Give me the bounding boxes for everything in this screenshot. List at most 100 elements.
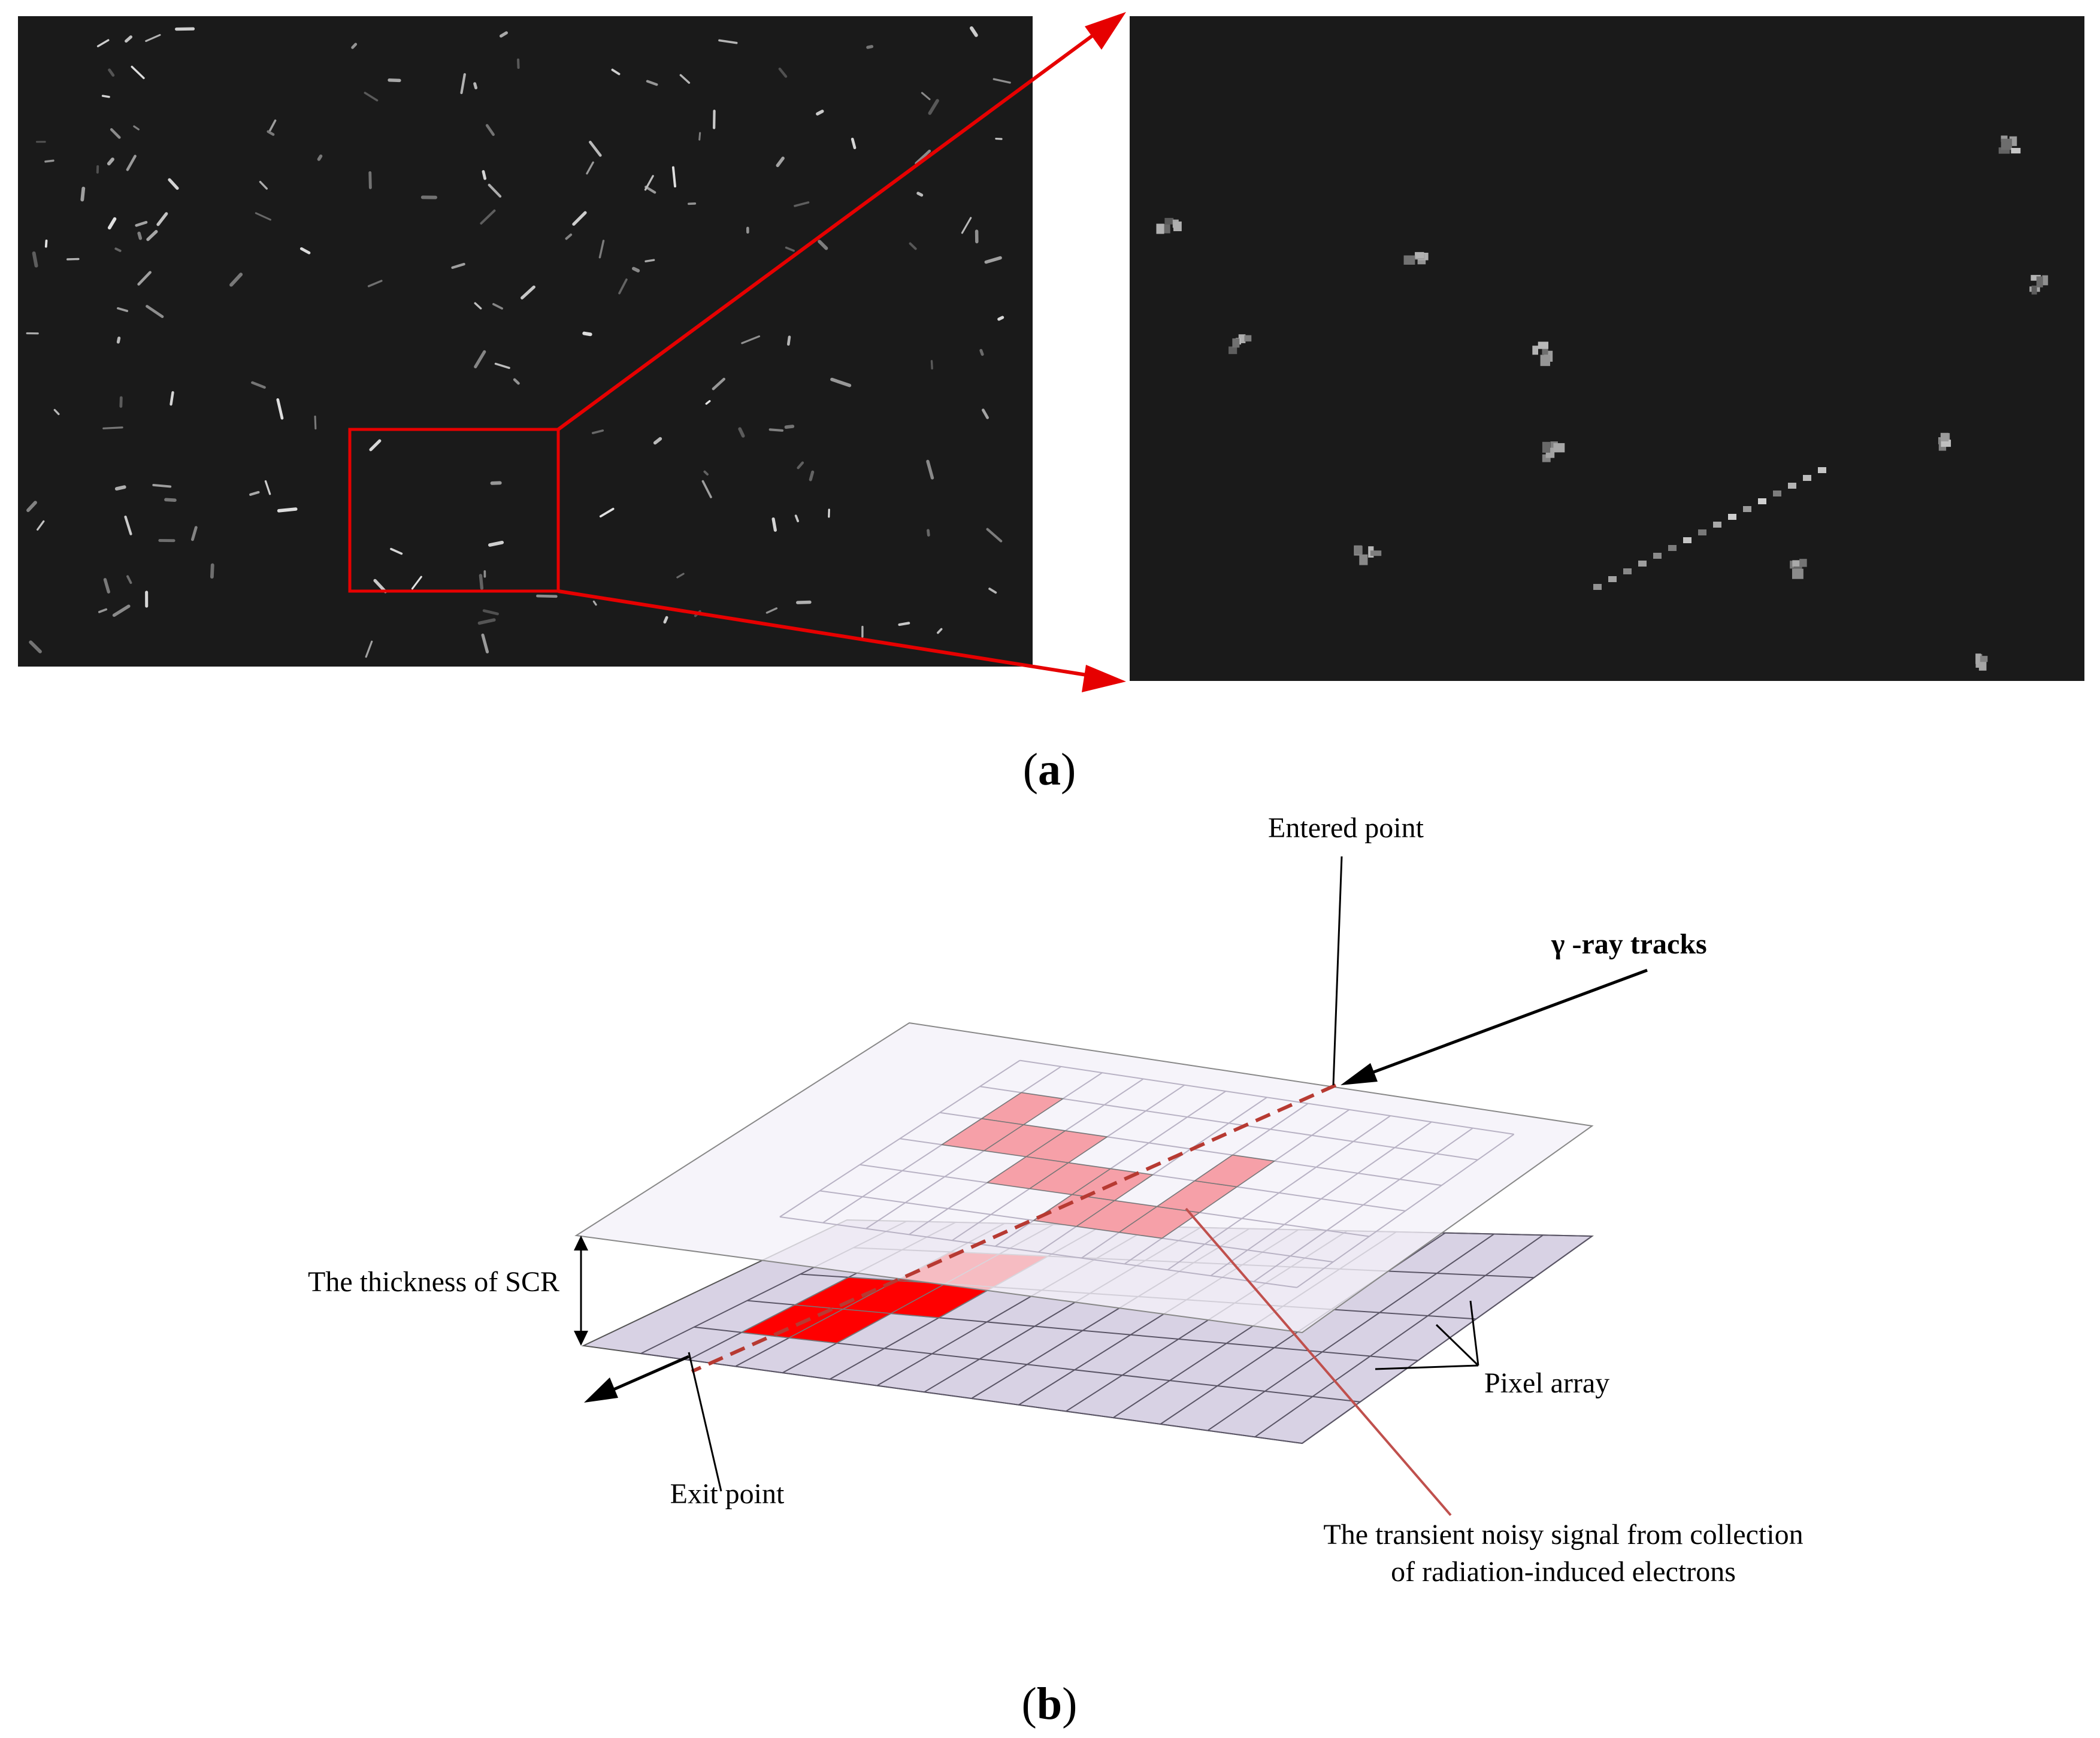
speckle [598,240,605,259]
speckle [2042,275,2048,286]
panel-b: Entered point γ -ray tracks The thicknes… [308,812,1804,1729]
zoomed-speckle-tracks [1156,135,2048,671]
speckle [107,217,117,230]
speckle [718,39,738,44]
gamma-ray-track [691,1083,1337,1373]
speckle [796,600,812,604]
speckle [765,607,778,614]
speckle [314,415,317,430]
speckle [916,192,924,197]
speckle [146,305,164,319]
speckle [112,604,131,617]
speckle [915,149,931,165]
speckle [701,480,712,498]
pixel-array-leader-1 [1375,1364,1479,1370]
grid-line [1167,1115,1391,1271]
speckle [460,73,466,95]
panel-a: (a) [18,12,2084,795]
speckle [741,335,761,344]
speckle [1653,553,1662,559]
speckle [2001,138,2013,150]
speckle [499,31,508,38]
speckle [390,547,403,555]
speckle [364,92,379,102]
speckle [1354,546,1363,555]
speckle [44,240,48,248]
speckle [53,408,60,416]
speckle [255,212,271,221]
speckle [477,618,496,625]
speckle [249,490,260,496]
detector-image-zoomed [1130,16,2084,681]
speckle [1415,252,1424,259]
speckle [921,92,931,101]
speckle [611,68,621,75]
gamma-incoming-arrow [1365,968,1648,1077]
speckle [98,608,108,613]
speckle [1978,659,1987,671]
speckle-tracks [26,26,1011,658]
speckle [592,600,597,606]
speckle [1638,561,1647,567]
speckle [982,408,989,419]
speckle [930,360,933,370]
speckle [114,485,126,491]
zoom-arrow-bottom [558,589,1091,677]
speckle [778,67,788,78]
speckle [117,307,129,313]
speckle [599,507,615,518]
speckle [474,302,482,310]
speckle [2031,285,2037,295]
speckle [586,161,594,175]
speckle [738,427,745,438]
speckle [631,267,640,272]
speckle [1370,550,1382,556]
speckle [1698,529,1706,535]
noisy-signal-leader [1185,1207,1452,1516]
caption-b: (b) [1022,1679,1078,1729]
speckle [251,381,266,389]
speckle [2036,276,2043,287]
speckle [170,391,174,406]
grid-line [779,1059,1021,1218]
speckle [481,633,489,653]
speckle [103,578,110,594]
speckle [474,350,486,369]
speckle [1608,576,1617,582]
speckle [146,229,158,241]
speckle [513,378,520,385]
speckle [646,80,658,86]
speckle [482,609,499,616]
speckle [1998,147,2010,154]
speckle [473,82,478,90]
speckle [536,594,558,598]
speckle [156,212,168,226]
gamma-ray-tracks-label: γ -ray tracks [1551,928,1707,960]
speckle [663,616,668,624]
speckle [712,377,725,390]
speckle [107,158,114,166]
speckle [137,231,143,240]
speckle [1542,345,1548,355]
speckle [124,515,132,535]
speckle [926,459,934,480]
speckle [618,278,628,295]
speckle [29,640,42,653]
noisy-signal-label-line1: The transient noisy signal from collecti… [1323,1519,1803,1551]
speckle [1788,483,1796,489]
grid-line [1296,1134,1515,1288]
speckle [411,576,422,590]
speckle [126,155,137,171]
speckle [164,498,177,502]
speckle [101,95,110,98]
grid-line [1253,1127,1473,1282]
speckle [644,259,655,263]
speckle [2011,147,2021,154]
speckle [1975,653,1981,664]
speckle [1173,221,1182,232]
speckle [1758,498,1766,504]
speckle [1228,346,1237,355]
speckle [1668,545,1677,551]
speckle [451,262,465,270]
grid-line [1210,1121,1432,1276]
